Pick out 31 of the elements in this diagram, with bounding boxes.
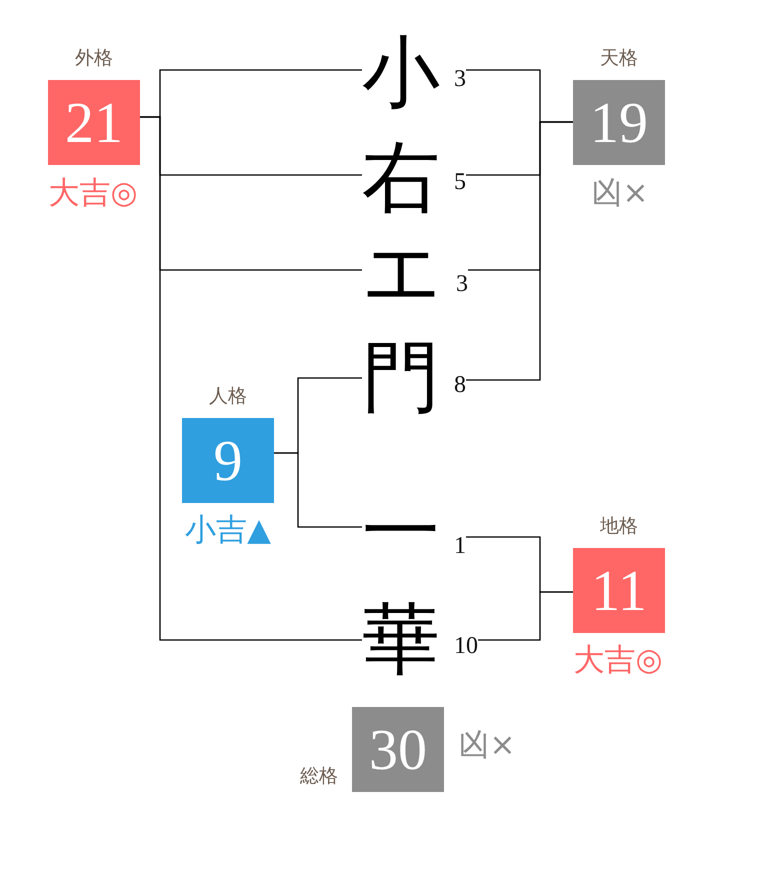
stroke-count: 5	[454, 169, 466, 195]
score-box: 9	[182, 418, 274, 503]
name-character: 華	[362, 600, 440, 680]
connector-line	[466, 121, 573, 381]
category-label: 総格	[300, 764, 338, 788]
connector-line	[274, 452, 362, 528]
category-label: 人格	[209, 384, 247, 408]
name-character: エ	[362, 232, 442, 312]
fortune-label: 大吉◎	[48, 175, 138, 211]
name-character: 右	[362, 138, 440, 218]
score-box: 30	[352, 707, 444, 792]
fortune-label: 凶×	[592, 175, 648, 211]
category-label: 天格	[600, 46, 638, 70]
score-box: 19	[573, 80, 665, 165]
fortune-label: 小吉▲	[185, 512, 271, 548]
connector-line	[478, 591, 573, 641]
name-character: 小	[362, 33, 440, 113]
fortune-label: 大吉◎	[573, 642, 663, 678]
name-character: 一	[362, 492, 440, 572]
stroke-count: 3	[454, 66, 466, 92]
fortune-label: 凶×	[458, 727, 516, 763]
category-label: 外格	[75, 46, 113, 70]
score-box: 21	[48, 80, 140, 165]
category-label: 地格	[600, 514, 638, 538]
connector-line	[140, 116, 362, 641]
stroke-count: 8	[454, 372, 466, 398]
stroke-count: 3	[456, 271, 468, 297]
stroke-count: 1	[454, 533, 466, 559]
name-character: 門	[362, 338, 440, 418]
score-box: 11	[573, 548, 665, 633]
stroke-count: 10	[454, 633, 478, 659]
